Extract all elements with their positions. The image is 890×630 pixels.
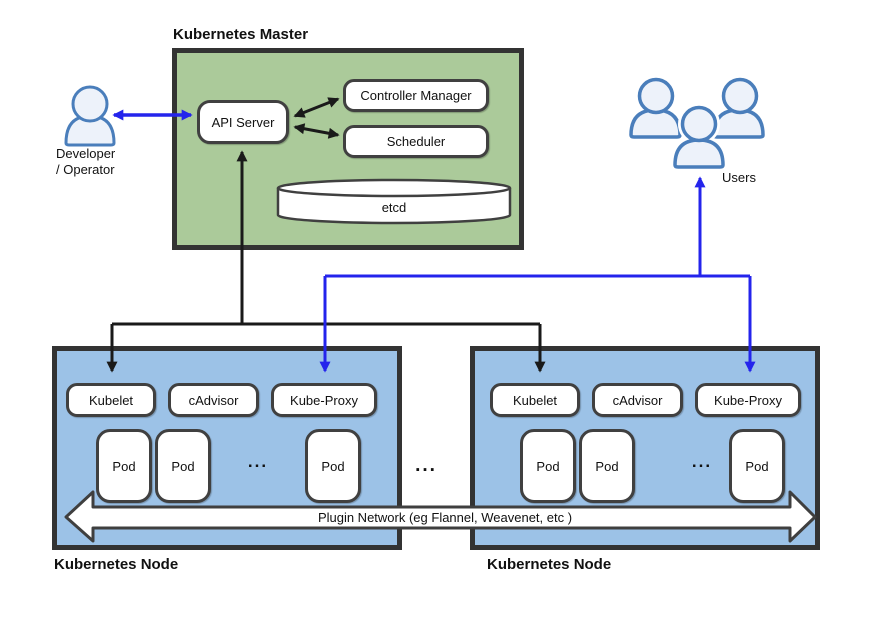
etcd-label: etcd	[381, 199, 407, 215]
users-group-icon	[629, 77, 765, 172]
node-left-cadvisor-box: cAdvisor	[168, 383, 259, 417]
master-title: Kubernetes Master	[173, 26, 309, 43]
node-left-pod-2: Pod	[155, 429, 211, 503]
developer-label-line2: / Operator	[56, 162, 115, 177]
users-label: Users	[722, 170, 756, 185]
node-right-cadvisor-box: cAdvisor	[592, 383, 683, 417]
node-right-pod-2: Pod	[579, 429, 635, 503]
api-server-box: API Server	[197, 100, 289, 144]
node-right-kubelet-box: Kubelet	[490, 383, 580, 417]
developer-label-line1: Developer	[56, 146, 116, 161]
node-left-title: Kubernetes Node	[54, 556, 179, 573]
user-back-left-icon	[629, 77, 682, 139]
node-right-pods-ellipsis: ...	[691, 452, 713, 471]
node-right-pod-1: Pod	[520, 429, 576, 503]
node-left-pods-ellipsis: ...	[247, 452, 269, 471]
scheduler-box: Scheduler	[343, 125, 489, 158]
node-left-kubelet-box: Kubelet	[66, 383, 156, 417]
node-right-pod-3: Pod	[729, 429, 785, 503]
node-right-title: Kubernetes Node	[487, 556, 612, 573]
etcd-cylinder-shape	[276, 178, 512, 225]
nodes-separator-ellipsis: ...	[415, 455, 437, 476]
plugin-network-label: Plugin Network (eg Flannel, Weavenet, et…	[317, 509, 573, 525]
controller-manager-box: Controller Manager	[343, 79, 489, 112]
node-left-pod-3: Pod	[305, 429, 361, 503]
developer-person-icon	[64, 85, 116, 147]
developer-label: Developer / Operator	[56, 146, 115, 178]
user-front-icon	[670, 103, 728, 172]
user-back-right-icon	[712, 77, 765, 139]
node-right-kubeproxy-box: Kube-Proxy	[695, 383, 801, 417]
node-left-kubeproxy-box: Kube-Proxy	[271, 383, 377, 417]
node-left-pod-1: Pod	[96, 429, 152, 503]
etcd-cylinder: etcd	[276, 178, 512, 226]
